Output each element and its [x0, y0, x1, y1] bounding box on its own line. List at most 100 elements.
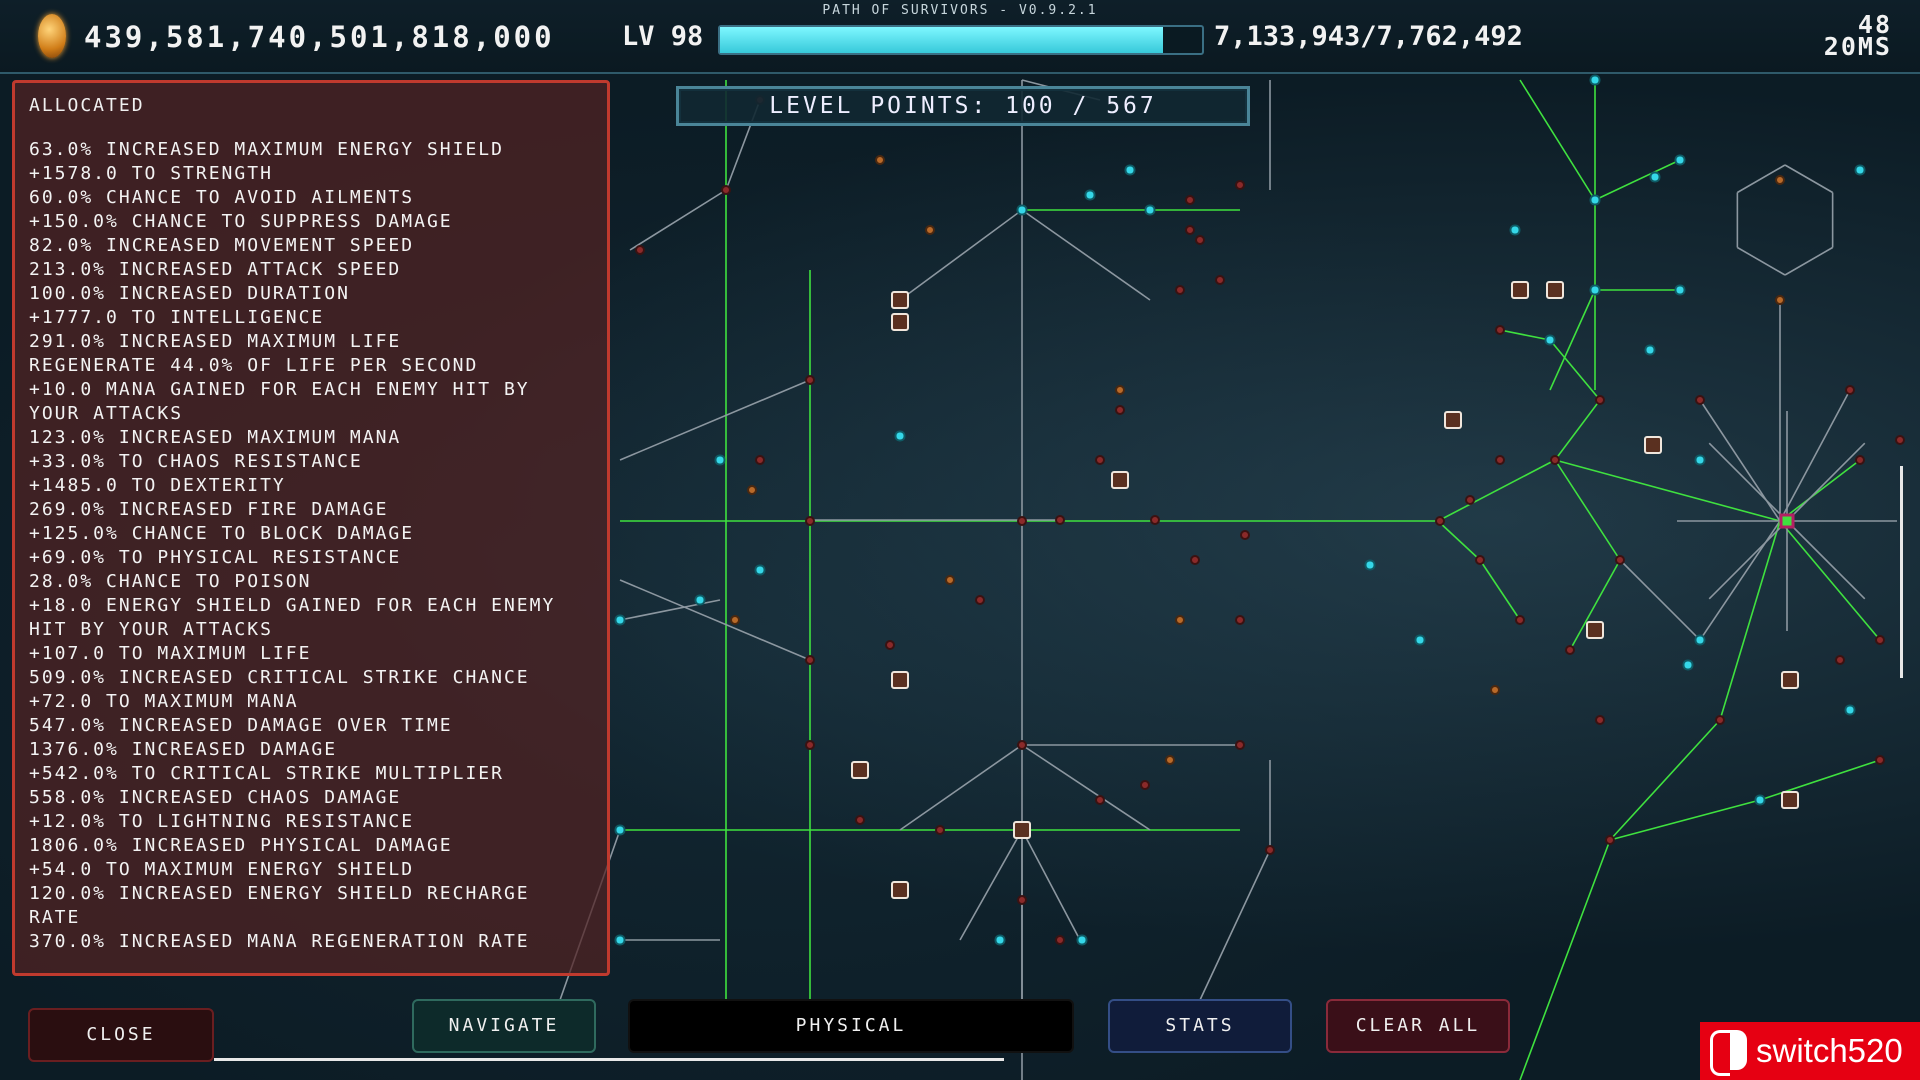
tree-node[interactable]	[1190, 555, 1200, 565]
tree-node[interactable]	[851, 761, 869, 779]
tree-node[interactable]	[1435, 516, 1445, 526]
tree-node[interactable]	[1055, 935, 1065, 945]
tree-node[interactable]	[1694, 634, 1706, 646]
tree-node[interactable]	[935, 825, 945, 835]
tree-node[interactable]	[1165, 755, 1175, 765]
tree-node[interactable]	[1550, 455, 1560, 465]
tree-node[interactable]	[891, 881, 909, 899]
tree-node[interactable]	[1076, 934, 1088, 946]
tree-node[interactable]	[1695, 395, 1705, 405]
tree-node[interactable]	[1185, 225, 1195, 235]
tree-node[interactable]	[1694, 454, 1706, 466]
tree-node[interactable]	[1855, 455, 1865, 465]
tree-node[interactable]	[614, 934, 626, 946]
tree-node[interactable]	[805, 375, 815, 385]
tree-node[interactable]	[1185, 195, 1195, 205]
tree-node[interactable]	[1017, 516, 1027, 526]
tree-node[interactable]	[1875, 755, 1885, 765]
tree-node[interactable]	[614, 614, 626, 626]
tree-node[interactable]	[875, 155, 885, 165]
tree-node[interactable]	[755, 455, 765, 465]
green-core-node-icon[interactable]	[1779, 513, 1795, 529]
tree-node[interactable]	[1845, 385, 1855, 395]
clear-all-button[interactable]: CLEAR ALL	[1326, 999, 1510, 1053]
tree-node[interactable]	[1235, 615, 1245, 625]
tree-node[interactable]	[1013, 821, 1031, 839]
tree-node[interactable]	[1674, 284, 1686, 296]
tree-node[interactable]	[1589, 284, 1601, 296]
tree-node[interactable]	[1775, 175, 1785, 185]
tree-node[interactable]	[1364, 559, 1376, 571]
tree-node[interactable]	[1546, 281, 1564, 299]
tree-node[interactable]	[1490, 685, 1500, 695]
tree-node[interactable]	[1605, 835, 1615, 845]
tree-node[interactable]	[1414, 634, 1426, 646]
stats-button[interactable]: STATS	[1108, 999, 1292, 1053]
tree-node[interactable]	[1589, 74, 1601, 86]
tree-node[interactable]	[1017, 895, 1027, 905]
tree-node[interactable]	[730, 615, 740, 625]
tree-node[interactable]	[1115, 385, 1125, 395]
tree-node[interactable]	[1875, 635, 1885, 645]
tree-node[interactable]	[1240, 530, 1250, 540]
tree-node[interactable]	[1111, 471, 1129, 489]
tree-node[interactable]	[1444, 411, 1462, 429]
tree-node[interactable]	[635, 245, 645, 255]
tree-node[interactable]	[1495, 325, 1505, 335]
tree-node[interactable]	[1544, 334, 1556, 346]
tree-node[interactable]	[1175, 615, 1185, 625]
tree-node[interactable]	[1595, 715, 1605, 725]
tree-node[interactable]	[894, 430, 906, 442]
tree-node[interactable]	[1644, 436, 1662, 454]
tree-node[interactable]	[747, 485, 757, 495]
tree-node[interactable]	[714, 454, 726, 466]
tree-node[interactable]	[1144, 204, 1156, 216]
tree-node[interactable]	[1682, 659, 1694, 671]
close-button[interactable]: CLOSE	[28, 1008, 214, 1062]
tree-node[interactable]	[925, 225, 935, 235]
vertical-scrollbar[interactable]	[1900, 466, 1903, 678]
tree-node[interactable]	[891, 671, 909, 689]
tree-node[interactable]	[1515, 615, 1525, 625]
tree-node[interactable]	[1649, 171, 1661, 183]
tree-node[interactable]	[1235, 740, 1245, 750]
tree-node[interactable]	[1215, 275, 1225, 285]
physical-filter-button[interactable]: PHYSICAL	[628, 999, 1074, 1053]
tree-node[interactable]	[614, 824, 626, 836]
tree-node[interactable]	[1095, 455, 1105, 465]
tree-node[interactable]	[1124, 164, 1136, 176]
allocated-panel[interactable]: ALLOCATED 63.0% INCREASED MAXIMUM ENERGY…	[12, 80, 610, 976]
tree-node[interactable]	[1055, 515, 1065, 525]
tree-node[interactable]	[1754, 794, 1766, 806]
tree-node[interactable]	[1586, 621, 1604, 639]
tree-node[interactable]	[1084, 189, 1096, 201]
tree-node[interactable]	[1565, 645, 1575, 655]
tree-node[interactable]	[945, 575, 955, 585]
tree-node[interactable]	[1475, 555, 1485, 565]
tree-node[interactable]	[1589, 194, 1601, 206]
tree-node[interactable]	[805, 740, 815, 750]
tree-node[interactable]	[754, 564, 766, 576]
tree-node[interactable]	[1195, 235, 1205, 245]
tree-node[interactable]	[1674, 154, 1686, 166]
tree-node[interactable]	[1644, 344, 1656, 356]
tree-node[interactable]	[1017, 740, 1027, 750]
tree-node[interactable]	[1511, 281, 1529, 299]
tree-node[interactable]	[1235, 180, 1245, 190]
tree-node[interactable]	[1781, 671, 1799, 689]
tree-node[interactable]	[805, 516, 815, 526]
tree-node[interactable]	[1115, 405, 1125, 415]
tree-node[interactable]	[1509, 224, 1521, 236]
tree-node[interactable]	[1175, 285, 1185, 295]
tree-node[interactable]	[1854, 164, 1866, 176]
tree-node[interactable]	[1095, 795, 1105, 805]
tree-node[interactable]	[805, 655, 815, 665]
tree-node[interactable]	[1895, 435, 1905, 445]
tree-node[interactable]	[694, 594, 706, 606]
tree-node[interactable]	[1595, 395, 1605, 405]
tree-node[interactable]	[891, 291, 909, 309]
horizontal-scrollbar[interactable]	[214, 1058, 1004, 1061]
tree-node[interactable]	[994, 934, 1006, 946]
tree-node[interactable]	[1775, 295, 1785, 305]
